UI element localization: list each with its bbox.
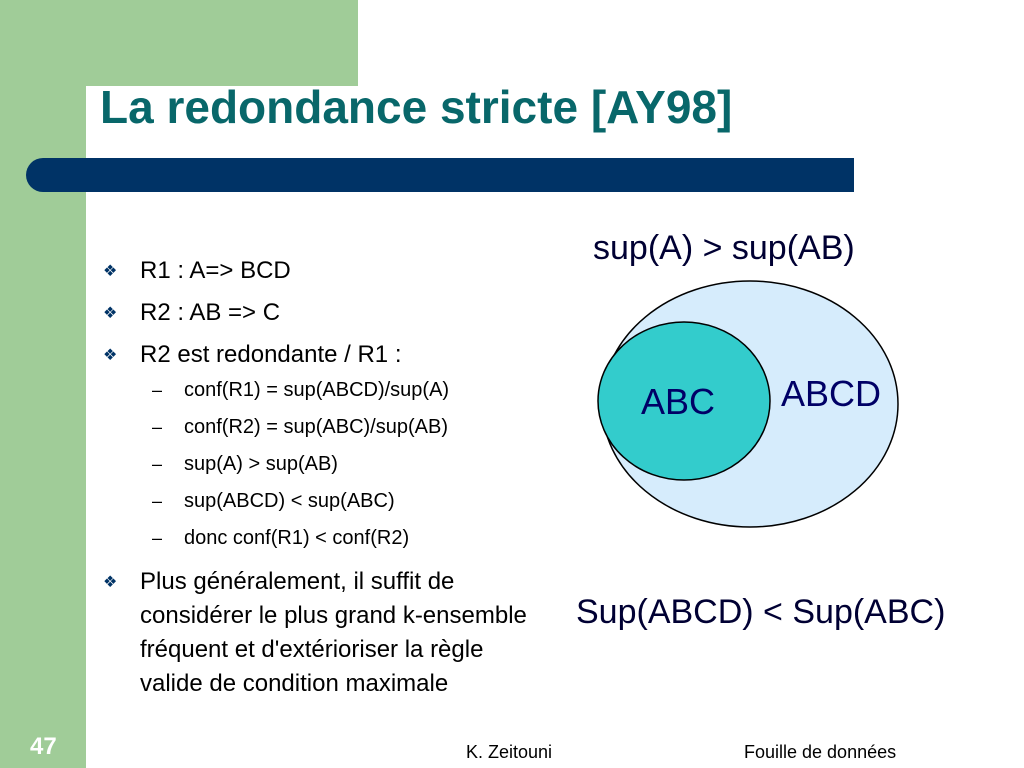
bullet-text: R2 est redondante / R1 : (140, 341, 402, 368)
top-decor-band (0, 0, 358, 86)
bullet-text: R1 : A=> BCD (140, 257, 291, 284)
sub-bullet-item: – conf(R2) = sup(ABC)/sup(AB) (140, 409, 540, 446)
bullet-text: Plus généralement, il suffit de considér… (140, 568, 527, 697)
slide-title: La redondance stricte [AY98] (100, 81, 733, 133)
bullet-item: ❖ R2 est redondante / R1 : – conf(R1) = s… (100, 338, 540, 557)
four-diamond-bullet-icon: ❖ (103, 574, 118, 591)
sub-bullet-item: – sup(ABCD) < sup(ABC) (140, 483, 540, 520)
diagram-caption-bottom: Sup(ABCD) < Sup(ABC) (576, 593, 946, 631)
sub-bullet-item: – donc conf(R1) < conf(R2) (140, 520, 540, 557)
sub-bullet-text: conf(R2) = sup(ABC)/sup(AB) (184, 416, 448, 438)
sub-bullet-text: sup(A) > sup(AB) (184, 453, 338, 475)
dash-bullet-icon: – (152, 417, 163, 437)
venn-diagram: ABC ABCD (597, 280, 899, 528)
sub-bullet-text: sup(ABCD) < sup(ABC) (184, 490, 395, 512)
four-diamond-bullet-icon: ❖ (103, 305, 118, 322)
sub-bullet-text: donc conf(R1) < conf(R2) (184, 527, 410, 549)
slide-number: 47 (30, 733, 57, 760)
dash-bullet-icon: – (152, 380, 163, 400)
sub-bullet-list: – conf(R1) = sup(ABCD)/sup(A) – conf(R2) =… (140, 372, 540, 557)
sub-bullet-text: conf(R1) = sup(ABCD)/sup(A) (184, 379, 450, 401)
inner-ellipse-label: ABC (641, 381, 715, 422)
sub-bullet-item: – sup(A) > sup(AB) (140, 446, 540, 483)
footer-author: K. Zeitouni (466, 742, 553, 762)
footer-course: Fouille de données (744, 742, 897, 762)
diagram-caption-top: sup(A) > sup(AB) (593, 229, 855, 267)
left-decor-band (0, 0, 86, 768)
title-underline-bar (26, 158, 854, 192)
four-diamond-bullet-icon: ❖ (103, 263, 118, 280)
inner-ellipse-abc (597, 321, 771, 481)
bullet-text: R2 : AB => C (140, 299, 281, 326)
bullet-item: ❖ R1 : A=> BCD (100, 254, 540, 288)
bullet-list: ❖ R1 : A=> BCD ❖ R2 : AB => C ❖ R2 est r… (100, 254, 540, 709)
dash-bullet-icon: – (152, 528, 163, 548)
dash-bullet-icon: – (152, 454, 163, 474)
four-diamond-bullet-icon: ❖ (103, 347, 118, 364)
outer-ellipse-label: ABCD (781, 373, 881, 414)
bullet-item: ❖ Plus généralement, il suffit de consid… (100, 565, 540, 701)
dash-bullet-icon: – (152, 491, 163, 511)
bullet-item: ❖ R2 : AB => C (100, 296, 540, 330)
sub-bullet-item: – conf(R1) = sup(ABCD)/sup(A) (140, 372, 540, 409)
